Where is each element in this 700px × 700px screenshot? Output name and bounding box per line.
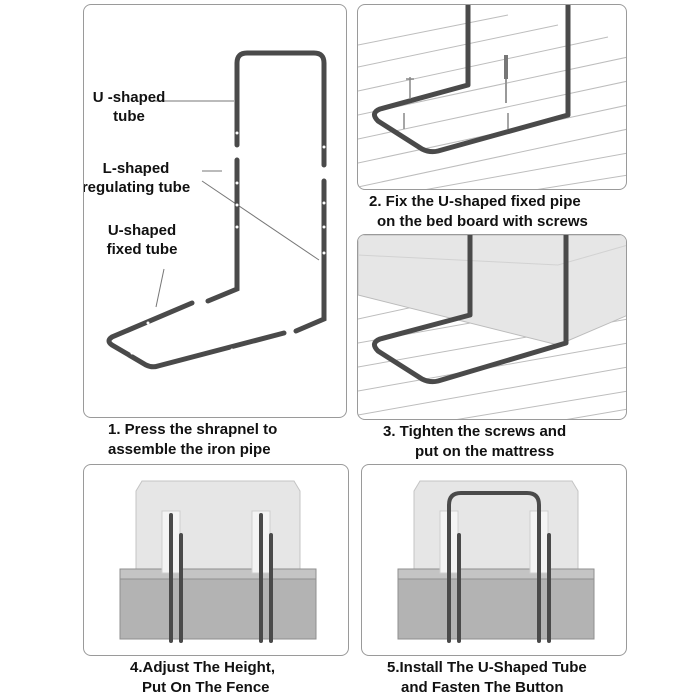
- u-shaped-tube: [447, 491, 541, 643]
- screwdriver-icon: [504, 55, 508, 103]
- u-shaped-fixed-pipe: [372, 5, 571, 155]
- install-diagram: [397, 480, 595, 643]
- step-3-panel: [357, 234, 627, 420]
- step-2-panel: [357, 4, 627, 190]
- step-4-caption: 4.Adjust The Height,Put On The Fence: [130, 659, 276, 696]
- u-shaped-fixed-pipe: [372, 235, 569, 385]
- u-shaped-tube: [234, 50, 327, 168]
- l-shaped-regulating-tube-left: [205, 157, 240, 304]
- mattress: [358, 235, 626, 346]
- mattress: [135, 480, 301, 578]
- mattress: [413, 480, 579, 578]
- fence-diagram: [119, 480, 317, 643]
- assembly-diagram: [106, 50, 327, 370]
- mattress-diagram: [358, 235, 626, 419]
- fence: [397, 568, 595, 640]
- step-4-panel: [83, 464, 349, 656]
- l-shaped-regulating-tube-right: [293, 178, 327, 334]
- u-shaped-fixed-tube: [106, 300, 287, 370]
- step-5-panel: [361, 464, 627, 656]
- bed-board-diagram: [358, 5, 626, 189]
